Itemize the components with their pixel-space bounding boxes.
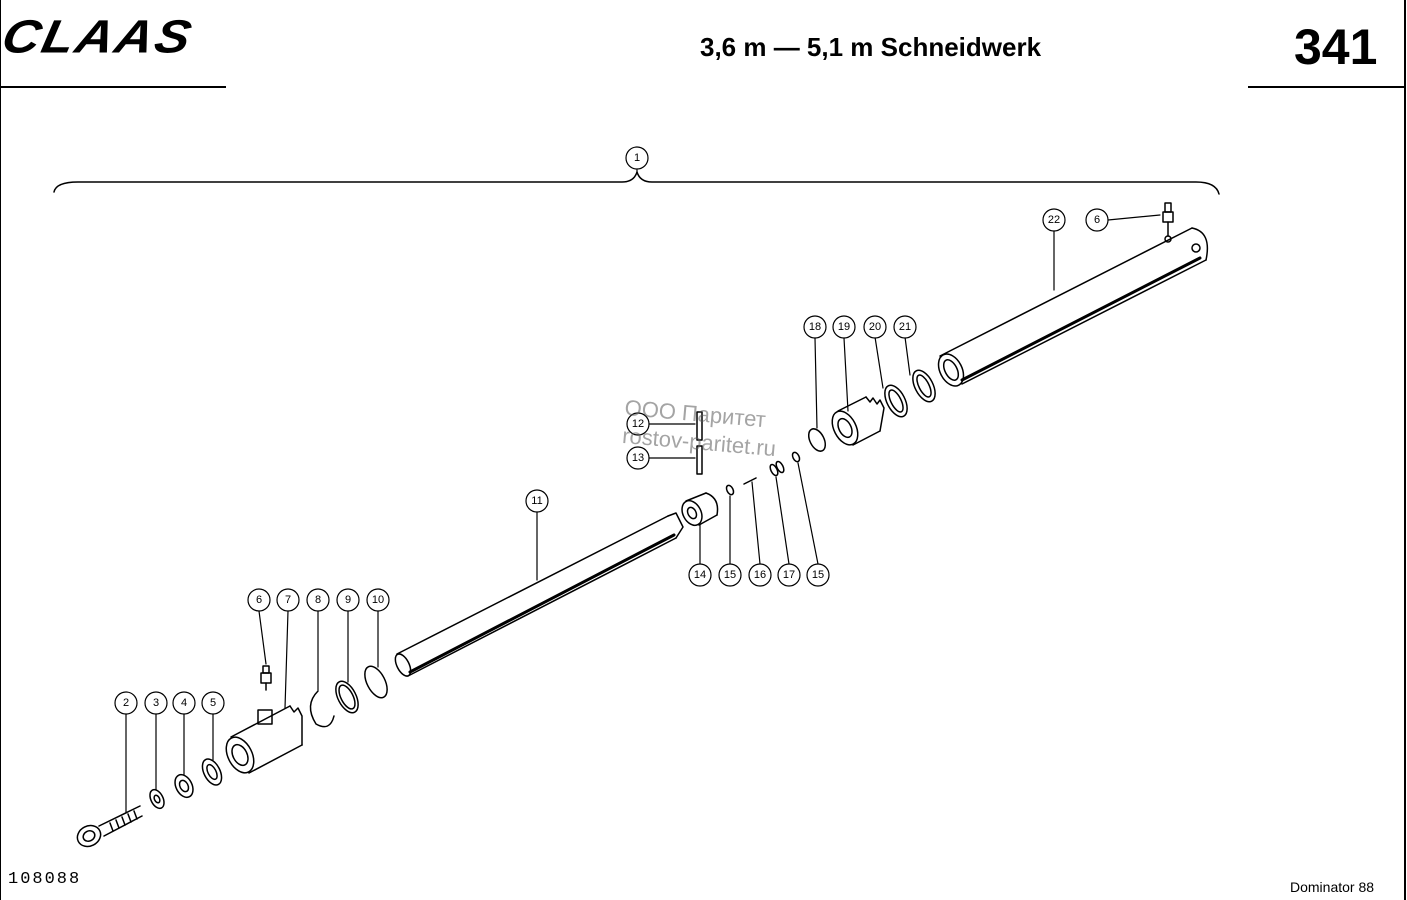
callout-10 bbox=[366, 588, 390, 612]
part-15-seal-right bbox=[791, 451, 801, 463]
frame-right-border bbox=[1404, 0, 1406, 900]
part-6-grease-nipple-lower bbox=[260, 665, 272, 691]
part-18-o-ring bbox=[807, 428, 827, 452]
logo-underline bbox=[0, 86, 226, 88]
part-13-pin bbox=[696, 445, 703, 475]
callout-2-label: 2 bbox=[123, 697, 129, 709]
callout-6-top-label: 6 bbox=[1094, 214, 1100, 226]
part-21-ring bbox=[912, 369, 936, 403]
part-16-pin bbox=[743, 477, 757, 485]
callout-8-label: 8 bbox=[315, 594, 321, 606]
callout-6-lower bbox=[247, 588, 271, 612]
callout-3 bbox=[144, 691, 168, 715]
callout-20 bbox=[863, 315, 887, 339]
drawing-number: 108088 bbox=[8, 870, 82, 889]
part-19-piston bbox=[831, 396, 885, 446]
part-9-ring bbox=[335, 680, 359, 714]
part-7-cylinder-head bbox=[225, 705, 303, 774]
callout-6-lower-label: 6 bbox=[256, 594, 262, 606]
callout-1-label: 1 bbox=[634, 152, 640, 164]
callout-21 bbox=[893, 315, 917, 339]
callout-16 bbox=[748, 563, 772, 587]
part-14-bushing bbox=[681, 492, 719, 527]
callout-12 bbox=[626, 412, 650, 436]
part-10-ring bbox=[364, 665, 388, 699]
part-5-seal-ring bbox=[201, 758, 223, 786]
model-name: Dominator 88 bbox=[1290, 879, 1375, 895]
callout-15-right bbox=[806, 563, 830, 587]
callout-2 bbox=[114, 691, 138, 715]
page-number: 341 bbox=[1294, 19, 1378, 75]
callout-18 bbox=[803, 315, 827, 339]
part-11-piston-rod bbox=[394, 512, 684, 677]
callout-14-label: 14 bbox=[694, 569, 706, 581]
callout-15-left bbox=[718, 563, 742, 587]
callout-8 bbox=[306, 588, 330, 612]
callout-18-label: 18 bbox=[809, 321, 821, 333]
callout-21-label: 21 bbox=[899, 321, 911, 333]
callout-16-label: 16 bbox=[754, 569, 766, 581]
callout-13 bbox=[626, 446, 650, 470]
callout-15-right-label: 15 bbox=[812, 569, 824, 581]
part-2-eye-bolt bbox=[76, 805, 143, 848]
callout-15-left-label: 15 bbox=[724, 569, 736, 581]
callout-5-label: 5 bbox=[210, 697, 216, 709]
callout-1 bbox=[625, 146, 649, 170]
callout-11 bbox=[525, 489, 549, 513]
callout-19 bbox=[832, 315, 856, 339]
part-12-pin bbox=[696, 411, 703, 441]
callout-22-label: 22 bbox=[1048, 214, 1060, 226]
callout-19-label: 19 bbox=[838, 321, 850, 333]
callout-7-label: 7 bbox=[285, 594, 291, 606]
callout-12-label: 12 bbox=[632, 418, 644, 430]
callout-13-label: 13 bbox=[632, 452, 644, 464]
part-20-ring bbox=[884, 384, 908, 418]
callout-6-top bbox=[1085, 208, 1109, 232]
callout-3-label: 3 bbox=[153, 697, 159, 709]
callout-17 bbox=[777, 563, 801, 587]
callout-17-label: 17 bbox=[783, 569, 795, 581]
callout-11-label: 11 bbox=[531, 495, 542, 507]
part-15-seal-left bbox=[725, 484, 735, 496]
page-number-underline bbox=[1248, 86, 1404, 88]
callout-9 bbox=[336, 588, 360, 612]
callout-4 bbox=[172, 691, 196, 715]
callout-10-label: 10 bbox=[372, 594, 384, 606]
callout-5 bbox=[201, 691, 225, 715]
callout-7 bbox=[276, 588, 300, 612]
callout-14 bbox=[688, 563, 712, 587]
callout-20-label: 20 bbox=[869, 321, 881, 333]
part-8-snap-ring bbox=[309, 690, 335, 728]
part-3-washer bbox=[149, 788, 165, 810]
frame-left-border bbox=[0, 0, 1, 900]
callout-22 bbox=[1042, 208, 1066, 232]
callout-4-label: 4 bbox=[181, 697, 187, 709]
part-4-nut bbox=[174, 773, 194, 799]
part-22-cylinder-tube bbox=[937, 227, 1209, 387]
leader-lines bbox=[125, 169, 1161, 814]
page-title: 3,6 m — 5,1 m Schneidwerk bbox=[700, 32, 1042, 62]
callout-9-label: 9 bbox=[345, 594, 351, 606]
assembly-bracket bbox=[53, 171, 1220, 195]
part-6-grease-nipple-top bbox=[1162, 202, 1174, 237]
